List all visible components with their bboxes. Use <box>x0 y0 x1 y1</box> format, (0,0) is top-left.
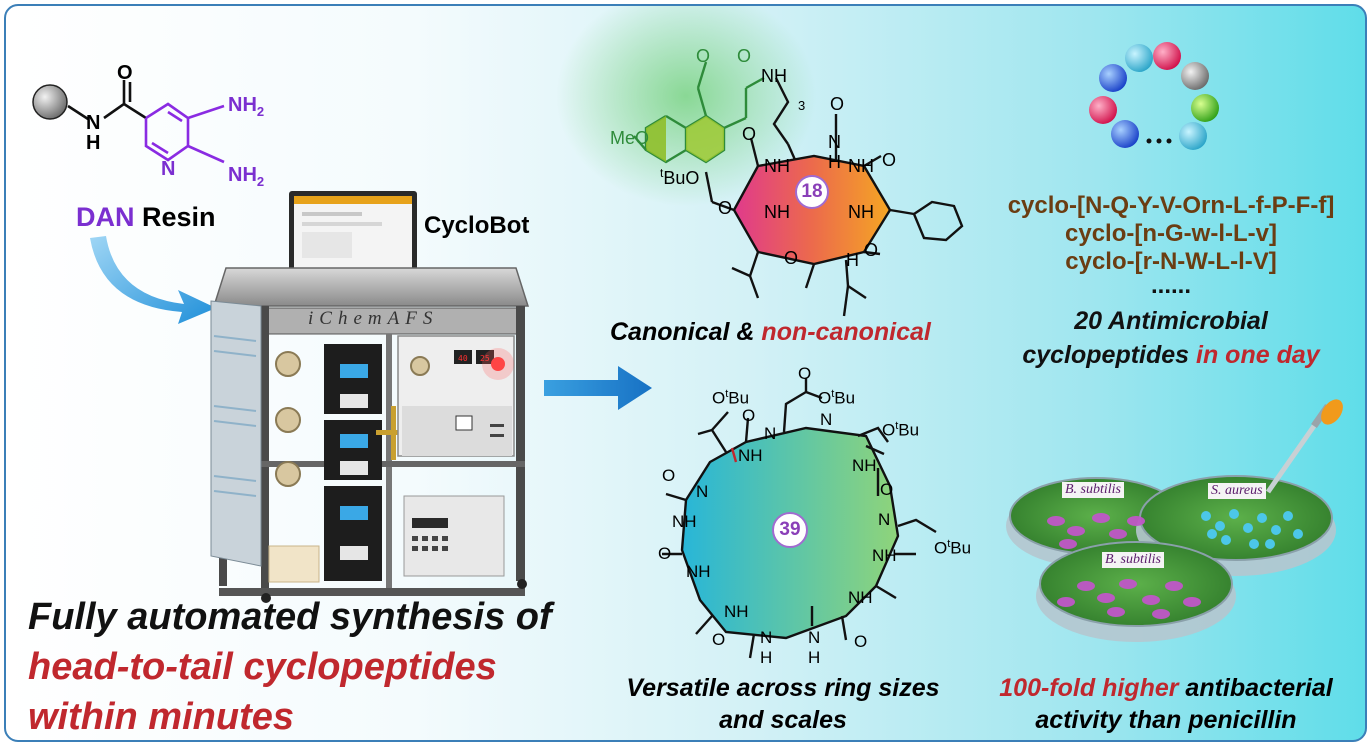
dish-label-bsubtilis-top: B. subtilis <box>1062 482 1125 498</box>
versatile-line2: and scales <box>719 706 847 734</box>
svg-text:25: 25 <box>480 354 490 363</box>
bm-nh-6: NH <box>724 602 749 621</box>
obu-top-center-ester: OtBu <box>818 388 856 408</box>
bm-n-3: N <box>878 510 891 529</box>
meo-label: MeO <box>610 128 650 148</box>
green-glow <box>556 6 816 206</box>
bm-nh-2: NH <box>852 456 877 475</box>
bm-n-4: N <box>808 628 821 647</box>
svg-text:40: 40 <box>458 354 468 363</box>
resin-carbonyl-o: O <box>117 62 133 84</box>
cyclobot-machine: 40 25 <box>210 191 530 603</box>
bm-nh-4: NH <box>848 588 873 607</box>
resin-nh2-top: NH2 <box>228 94 265 119</box>
dish-label-bsubtilis-bottom: B. subtilis <box>1102 552 1165 568</box>
cyclo-sequence-2: cyclo-[n-G-w-l-L-v] <box>1065 220 1277 247</box>
dan-resin-label: DAN Resin <box>76 202 216 232</box>
antimicrobial-count: 20 Antimicrobial <box>1074 307 1268 335</box>
bm-o-1: O <box>742 406 756 425</box>
ring-nh-2: NH <box>848 156 874 176</box>
headline-line2: head-to-tail cyclopeptides <box>28 646 497 688</box>
activity-caption: 100-fold higher antibacterial activity t… <box>966 672 1365 736</box>
graphical-abstract: 40 25 <box>4 4 1367 742</box>
ring-o-1: O <box>742 124 757 144</box>
cyclo-sequence-3: cyclo-[r-N-W-L-l-V] <box>1065 248 1277 275</box>
antimicrobial-timeframe: cyclopeptides in one day <box>1022 341 1320 369</box>
bm-n-2: N <box>820 410 833 429</box>
ring-h-2: H <box>846 250 859 270</box>
resin-nh2-bottom: NH2 <box>228 164 265 189</box>
cyclo-sequence-1: cyclo-[N-Q-Y-V-Orn-L-f-P-F-f] <box>1007 192 1335 219</box>
bm-nh-1: NH <box>738 446 763 465</box>
bm-o-3: O <box>854 632 868 651</box>
bm-o-6: O <box>662 466 676 485</box>
resin-nh-h: H <box>86 132 101 154</box>
ring-o-3: O <box>882 150 897 170</box>
bm-n-9: N <box>696 482 709 501</box>
antimicrobial-caption: 20 Antimicrobial cyclopeptides in one da… <box>981 304 1361 372</box>
ring-o-2: O <box>830 94 845 114</box>
versatile-caption: Versatile across ring sizes and scales <box>598 672 968 736</box>
ring-h-1: H <box>828 152 841 172</box>
cyclo-dots: ...... <box>1150 272 1191 299</box>
headline-line1: Fully automated synthesis of <box>28 596 552 638</box>
cyclobot-label: CycloBot <box>424 212 530 239</box>
resin-bead-icon <box>32 84 68 120</box>
bm-n-1: N <box>764 424 777 443</box>
pipette-bulb-icon <box>1321 399 1343 425</box>
dish-label-saureus: S. aureus <box>1208 483 1266 499</box>
bm-nh-3: NH <box>872 546 897 565</box>
ring-number-18: 18 <box>801 181 823 202</box>
bm-o-4: O <box>712 630 726 649</box>
molecule-bottom-structure <box>662 378 937 659</box>
canonical-label: Canonical & non-canonical <box>610 318 931 346</box>
ring-nh-1: NH <box>764 156 790 176</box>
chain-sub3: 3 <box>798 98 806 113</box>
ring-nh-4: NH <box>848 202 874 222</box>
cyclopeptide-bead-ring-icon <box>1089 42 1219 150</box>
activity-line1: 100-fold higher antibacterial <box>999 674 1333 702</box>
bm-o-2: O <box>880 480 894 499</box>
bm-nh-7: NH <box>686 562 711 581</box>
tbuo-label: tBuO <box>660 166 700 188</box>
drawing-layer: 40 25 <box>32 6 1343 659</box>
obu-top-center: O <box>798 364 812 383</box>
cyclo-list: cyclo-[N-Q-Y-V-Orn-L-f-P-F-f] cyclo-[n-G… <box>981 192 1361 299</box>
ring-n-1: N <box>828 132 841 152</box>
ichemafs-brand: iChemAFS <box>308 308 439 329</box>
bm-o-5: O <box>658 544 672 563</box>
amide-o-top: O <box>737 46 752 66</box>
obu-top-left: OtBu <box>712 388 750 408</box>
bm-nh-8: NH <box>672 512 697 531</box>
curved-arrow-icon <box>90 236 216 324</box>
right-arrow-icon <box>544 366 652 410</box>
chain-nh: NH <box>761 66 787 86</box>
petri-dishes-illustration <box>1006 399 1343 642</box>
activity-line2: activity than penicillin <box>1035 706 1297 734</box>
obu-right: OtBu <box>934 538 972 558</box>
ring-o-6: O <box>784 248 799 268</box>
resin-ring-n: N <box>161 158 176 180</box>
ring-o-4: O <box>718 198 733 218</box>
molecule-top-structure <box>633 61 964 317</box>
coumarin-o-top: O <box>696 46 711 66</box>
resin-nh-n: N <box>86 112 101 134</box>
obu-top-right: OtBu <box>882 420 920 440</box>
ring-o-5: O <box>864 240 879 260</box>
versatile-line1: Versatile across ring sizes <box>626 674 940 702</box>
dan-resin-structure <box>32 80 225 164</box>
headline-line3: within minutes <box>28 696 294 738</box>
bm-n-5: N <box>760 628 773 647</box>
bm-h-4: H <box>808 648 821 667</box>
ring-nh-3: NH <box>764 202 790 222</box>
ring-number-39: 39 <box>779 519 801 540</box>
bm-h-5: H <box>760 648 773 667</box>
